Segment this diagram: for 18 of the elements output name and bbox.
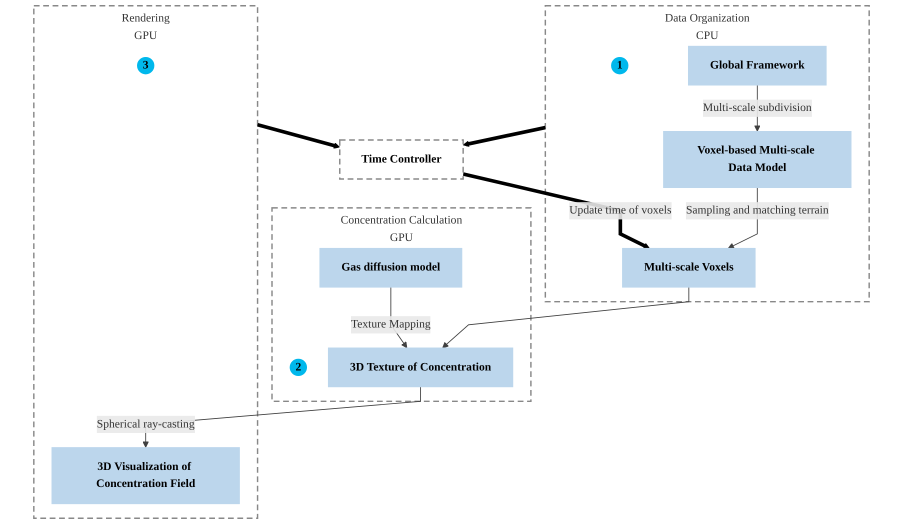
node-box: Gas diffusion model [319,248,462,288]
edge-label: Sampling and matching terrain [686,204,829,217]
edge-label: Texture Mapping [351,318,431,331]
node-circle: 1 [611,57,628,74]
node-box: Global Framework [688,46,827,86]
arrow [462,126,546,147]
node-circle: 2 [290,358,307,376]
node-box: Multi-scale Voxels [622,248,756,288]
arrow [257,123,340,149]
edge-label: Multi-scale subdivision [702,102,812,114]
node-circle: 3 [137,57,154,74]
node-box: 3D Visualization of Concentration Field [52,447,240,504]
arrow [442,286,690,348]
edge-label: Spherical ray-casting [96,418,195,430]
node-box: Time Controller [339,139,464,180]
node-box: Voxel-based Multi-scale Data Model [663,131,852,188]
edge-label: Update time of voxels [569,204,672,217]
node-box: 3D Texture of Concentration [328,348,514,388]
